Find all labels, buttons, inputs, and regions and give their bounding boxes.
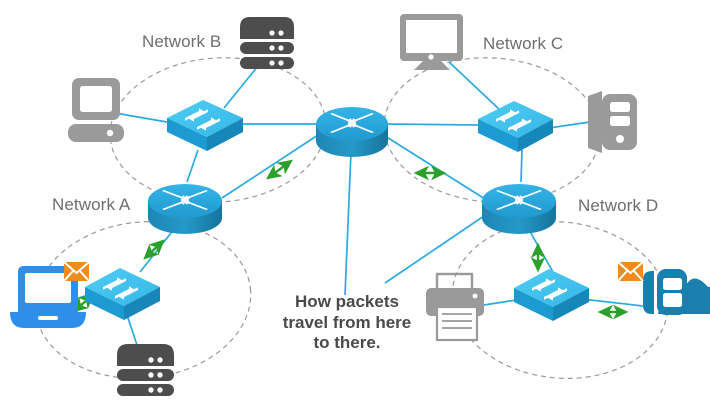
- link-switchb-routera: [186, 149, 199, 183]
- link-routerd-switchd: [527, 227, 554, 273]
- core-router-icon: [316, 107, 388, 157]
- flow-arrow-routera-core: [266, 159, 293, 180]
- link-switchb-desktopb: [114, 112, 168, 123]
- envelope-a-icon: [63, 261, 90, 282]
- switch-b-icon: [167, 100, 243, 151]
- link-switchb-serverb: [223, 65, 259, 109]
- link-core-switchc: [385, 123, 479, 126]
- switch-c-icon: [478, 101, 553, 152]
- diagram-caption: How packets travel from here to there.: [282, 292, 412, 353]
- link-switchc-monitorc: [448, 61, 501, 111]
- link-switchc-towerc: [548, 121, 591, 129]
- link-switchd-printerd: [483, 299, 517, 306]
- switch-d-icon: [514, 269, 589, 321]
- network-b-label: Network B: [142, 32, 222, 51]
- network-d-label: Network D: [578, 196, 659, 215]
- network-a-label: Network A: [52, 195, 131, 214]
- envelope-d-icon: [617, 261, 644, 282]
- router-d-icon: [482, 184, 556, 234]
- server-a-icon: [117, 344, 174, 396]
- link-routerd-left: [384, 215, 485, 284]
- switch-a-icon: [85, 268, 160, 320]
- link-switchd-mobiled: [581, 298, 644, 307]
- monitor-c-icon: [400, 14, 463, 70]
- tower-pc-c-icon: [588, 91, 637, 153]
- network-links: [61, 61, 644, 346]
- network-c-label: Network C: [483, 34, 564, 53]
- flow-arrow-switcha-routera: [143, 239, 165, 260]
- link-routera-switcha: [139, 227, 176, 273]
- link-core-routerd: [384, 135, 486, 200]
- server-b-icon: [240, 17, 294, 69]
- laptop-a-icon: [10, 266, 86, 328]
- router-a-icon: [148, 184, 222, 234]
- link-switchc-routerd: [520, 149, 523, 183]
- desktop-computer-b-icon: [68, 78, 124, 142]
- link-core-down: [344, 151, 352, 296]
- mobile-cloud-d-icon: [643, 269, 710, 315]
- link-core-routera: [221, 134, 319, 199]
- printer-d-icon: [426, 272, 484, 342]
